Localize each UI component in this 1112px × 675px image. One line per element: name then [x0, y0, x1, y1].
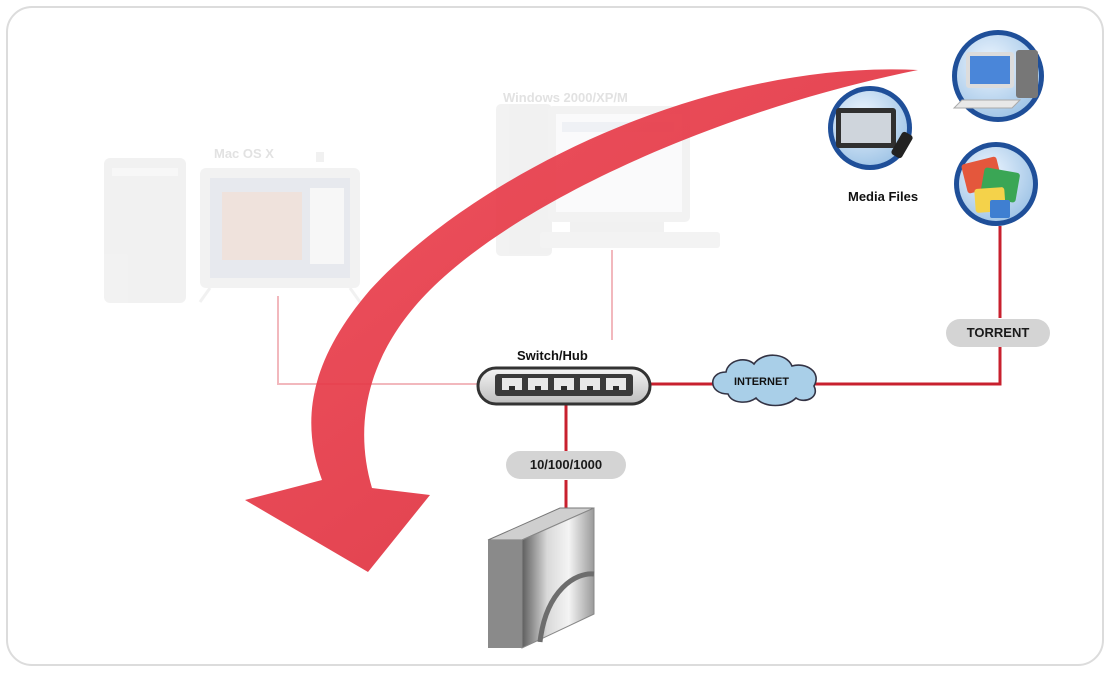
tv-icon	[828, 86, 913, 170]
media-files-label: Media Files	[848, 189, 919, 204]
speed-pill: 10/100/1000	[506, 451, 626, 479]
torrent-pill: TORRENT	[946, 319, 1050, 347]
switch-hub-label: Switch/Hub	[517, 348, 588, 363]
download-arrow-icon	[245, 69, 918, 572]
mac-computer-icon	[104, 152, 362, 303]
windows-os-label: Windows 2000/XP/M	[503, 90, 628, 105]
mac-os-label: Mac OS X	[214, 146, 274, 161]
media-photos-icon	[954, 142, 1038, 226]
network-connections	[564, 226, 1002, 508]
faded-connections	[277, 250, 613, 385]
network-storage-drive-icon	[487, 507, 595, 649]
desktop-computer-icon	[952, 30, 1044, 122]
internet-label: INTERNET	[734, 376, 789, 388]
internet-cloud-icon	[711, 354, 817, 407]
switch-hub-icon	[476, 366, 652, 406]
